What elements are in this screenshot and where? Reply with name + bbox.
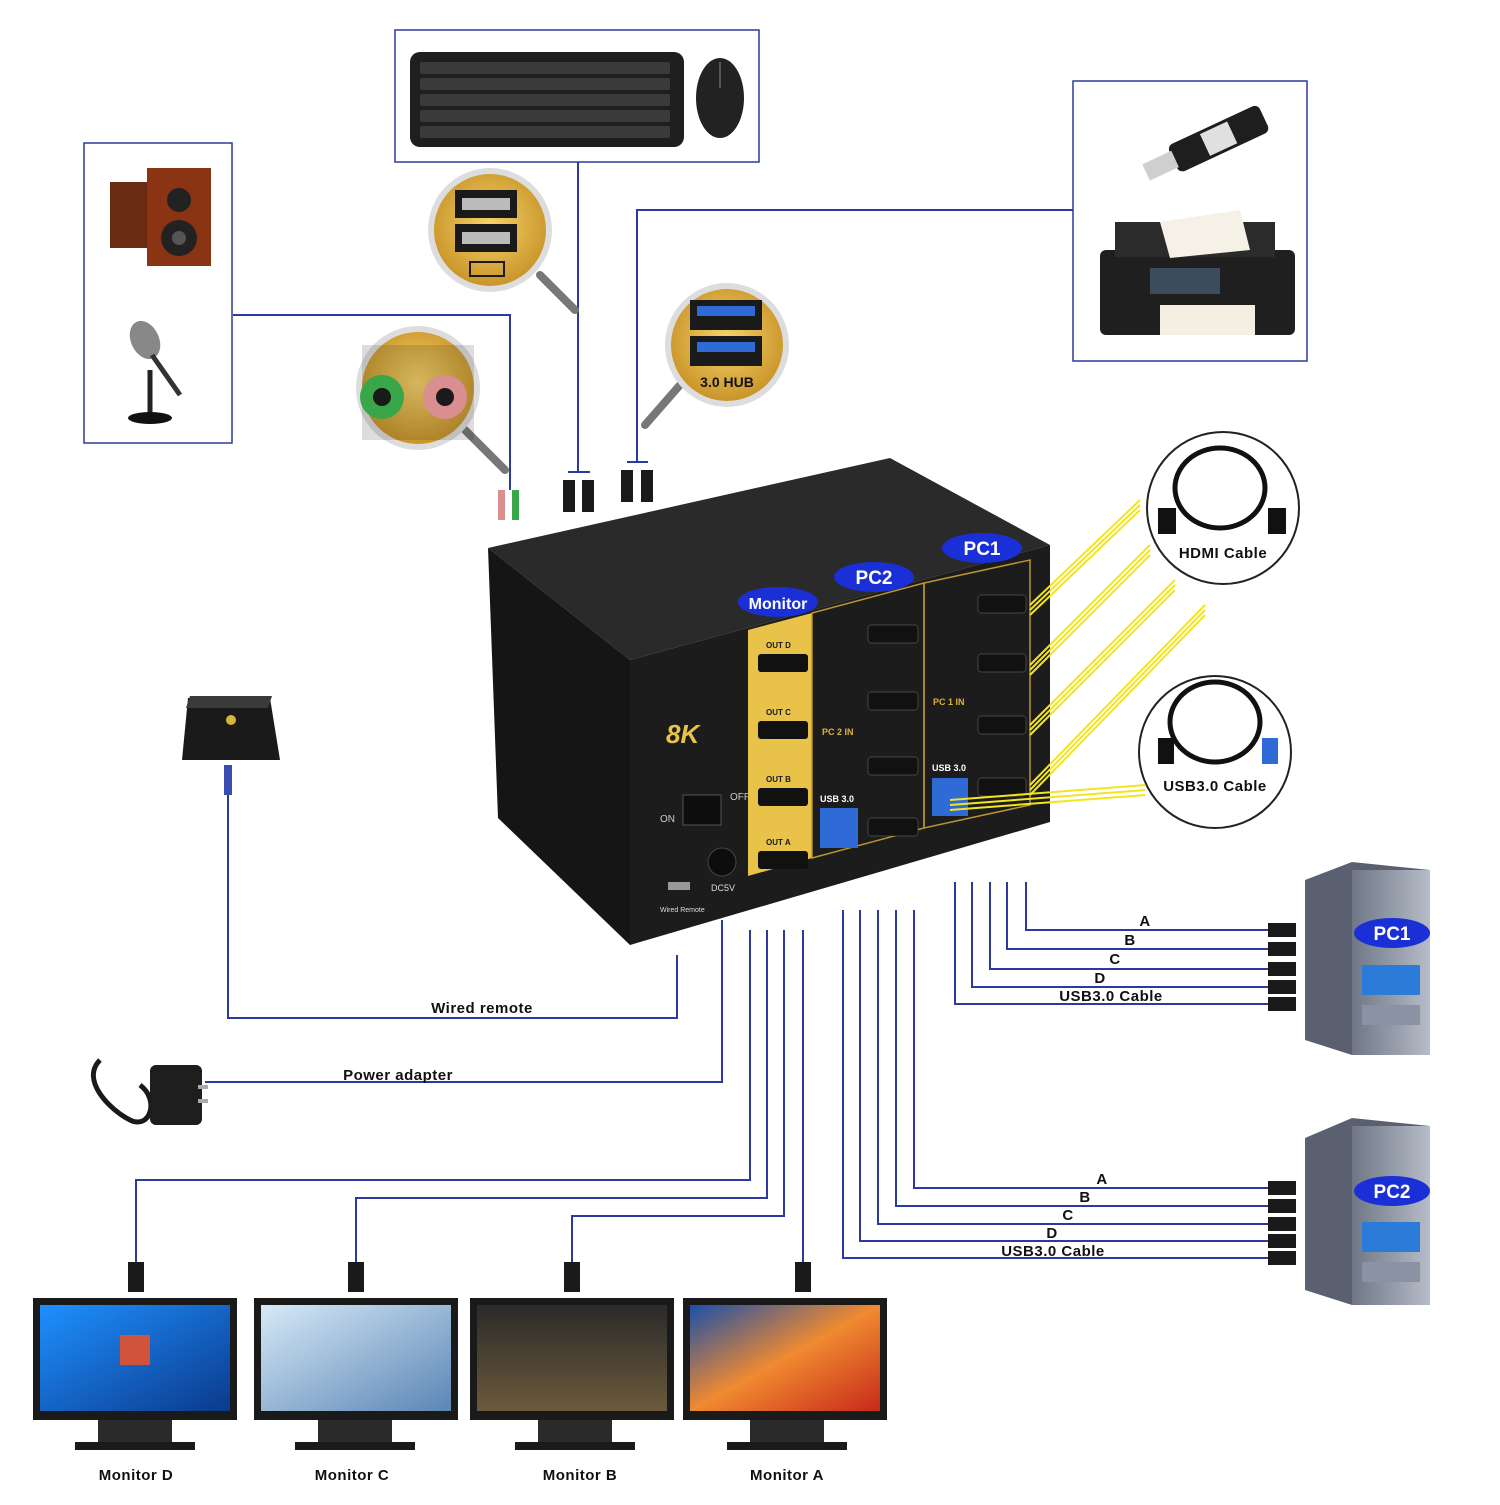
hdmi-cable-callout: HDMI Cable [1146,431,1300,585]
pc2-cable-b: B [1079,1189,1090,1206]
pc2-cable-c: C [1062,1207,1073,1224]
speakers-icon [110,168,211,266]
monitor-a: Monitor A [683,1298,887,1484]
monitor-d-label: Monitor D [99,1467,173,1484]
dc-jack[interactable] [707,847,737,877]
hub-label: 3.0 HUB [700,374,754,390]
pc1-cable-a: A [1139,913,1150,930]
usb-devices-box [1072,80,1308,362]
switch-off-label: OFF [730,792,750,803]
usb2-ports-magnifier [428,168,579,314]
wired-remote-device[interactable] [182,696,280,795]
out-c-label: OUT C [766,708,791,717]
wired-remote-port[interactable] [668,882,690,890]
dc-label: DC5V [711,883,735,893]
pc1-plugs [1268,923,1296,1011]
pc2-plugs [1268,1181,1296,1265]
monitor-b-label: Monitor B [543,1467,617,1484]
monitor-output-panel [748,613,812,876]
out-b-label: OUT B [766,775,791,784]
keyboard-mouse-box [394,29,760,163]
power-adapter-label: Power adapter [343,1067,453,1084]
monitor-tag: Monitor [738,587,818,617]
keyboard-icon [410,52,684,147]
pc1-input-panel [923,559,1031,829]
pc1-tower: PC1 [1305,862,1430,1055]
pc2-cable-usb: USB3.0 Cable [1001,1243,1105,1260]
pc1-tag: PC1 [942,533,1022,563]
wired-remote-label: Wired remote [431,1000,533,1017]
brand-8k: 8K [666,719,701,749]
out-a-label: OUT A [766,838,791,847]
pc2-usb3-port[interactable] [820,808,858,848]
pc1-cable-c: C [1109,951,1120,968]
top-plugs [498,470,653,520]
monitor-plugs [128,1262,811,1292]
pc1-cable-b: B [1124,932,1135,949]
wired-remote-port-label: Wired Remote [660,907,705,914]
monitor-c-label: Monitor C [315,1467,389,1484]
pc1-hdmi-ports: PC 1 IN [933,594,1027,797]
switch-on-label: ON [660,814,675,825]
pc2-in-label: PC 2 IN [822,727,854,737]
usb3-cable-label: USB3.0 Cable [1163,778,1267,795]
pc1-label: PC1 [1374,924,1411,945]
pc2-cable-a: A [1096,1171,1107,1188]
monitor-c: Monitor C [254,1298,458,1484]
out-d-label: OUT D [766,641,791,650]
mouse-icon [696,58,744,138]
usb3-hub-magnifier: 3.0 HUB [641,283,789,429]
pc2-cable-d: D [1046,1225,1057,1242]
power-adapter-icon [91,1058,208,1125]
wires [135,162,1275,1262]
pc1-cable-usb: USB3.0 Cable [1059,988,1163,1005]
power-switch[interactable] [682,794,722,826]
pc2-label: PC2 [1374,1182,1411,1203]
pc1-cable-d: D [1094,970,1105,987]
monitor-out-ports: OUT D OUT C OUT B OUT A [758,641,808,869]
kvm-switch: 8K ON OFF DC5V Wired Remote OUT D OUT C … [488,458,1050,945]
monitor-a-label: Monitor A [750,1467,824,1484]
pc2-usb3-label: USB 3.0 [820,794,854,804]
monitor-b: Monitor B [470,1298,674,1484]
pc2-cable-labels: A B C D USB3.0 Cable [1001,1171,1107,1260]
connector-rays [949,499,1206,811]
pc1-cable-labels: A B C D USB3.0 Cable [1059,913,1163,1005]
monitor-tag-text: Monitor [749,596,808,613]
hdmi-cable-label: HDMI Cable [1179,545,1267,562]
pc2-tag: PC2 [834,562,914,592]
pc1-tag-text: PC1 [964,539,1001,560]
audio-ports-magnifier [356,326,509,474]
pc1-usb3-label: USB 3.0 [932,763,966,773]
audio-devices-box [83,142,233,444]
microphone-icon [128,320,183,424]
monitor-d: Monitor D [33,1298,237,1484]
pc2-tower: PC2 [1305,1118,1430,1305]
pc2-hdmi-ports: PC 2 IN [822,624,919,837]
pc1-usb3-port[interactable] [932,778,968,816]
pc1-in-label: PC 1 IN [933,697,965,707]
usb3-cable-callout: USB3.0 Cable [1138,675,1292,829]
usb-flash-drive-icon [1142,105,1269,181]
printer-icon [1100,210,1295,335]
pc2-tag-text: PC2 [856,568,893,589]
